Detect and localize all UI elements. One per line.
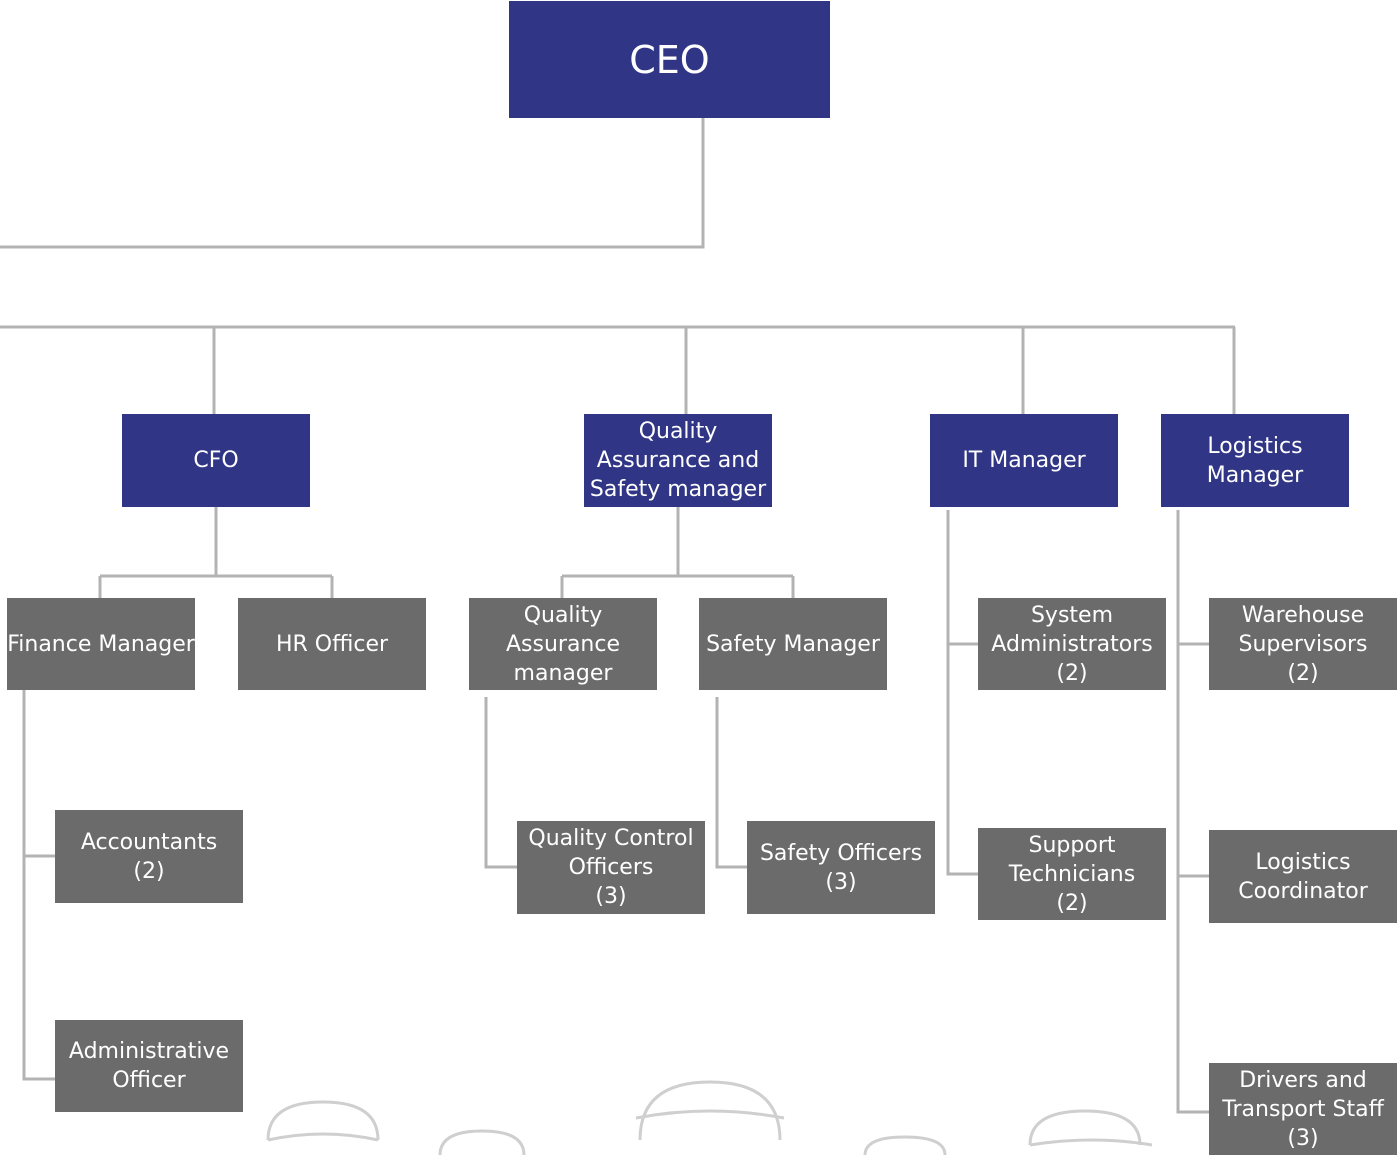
safety-manager-box: Safety Manager xyxy=(699,598,887,690)
warehouse-supervisors-box: Warehouse Supervisors (2) xyxy=(1209,598,1397,690)
logistics-coordinator-box: Logistics Coordinator xyxy=(1209,830,1397,923)
qa-safety-manager-box: Quality Assurance and Safety manager xyxy=(584,414,772,507)
support-technicians-box: Support Technicians (2) xyxy=(978,828,1166,920)
drivers-transport-staff-box: Drivers and Transport Staff (3) xyxy=(1209,1063,1397,1155)
system-administrators-box: System Administrators (2) xyxy=(978,598,1166,690)
logistics-manager-box: Logistics Manager xyxy=(1161,414,1349,507)
hr-officer-box: HR Officer xyxy=(238,598,426,690)
ceo-box: CEO xyxy=(509,1,830,118)
administrative-officer-box: Administrative Officer xyxy=(55,1020,243,1112)
qa-manager-box: Quality Assurance manager xyxy=(469,598,657,690)
quality-control-officers-box: Quality Control Officers (3) xyxy=(517,821,705,914)
cfo-box: CFO xyxy=(122,414,310,507)
safety-officers-box: Safety Officers (3) xyxy=(747,821,935,914)
it-manager-box: IT Manager xyxy=(930,414,1118,507)
accountants-box: Accountants (2) xyxy=(55,810,243,903)
finance-manager-box: Finance Manager xyxy=(7,598,195,690)
